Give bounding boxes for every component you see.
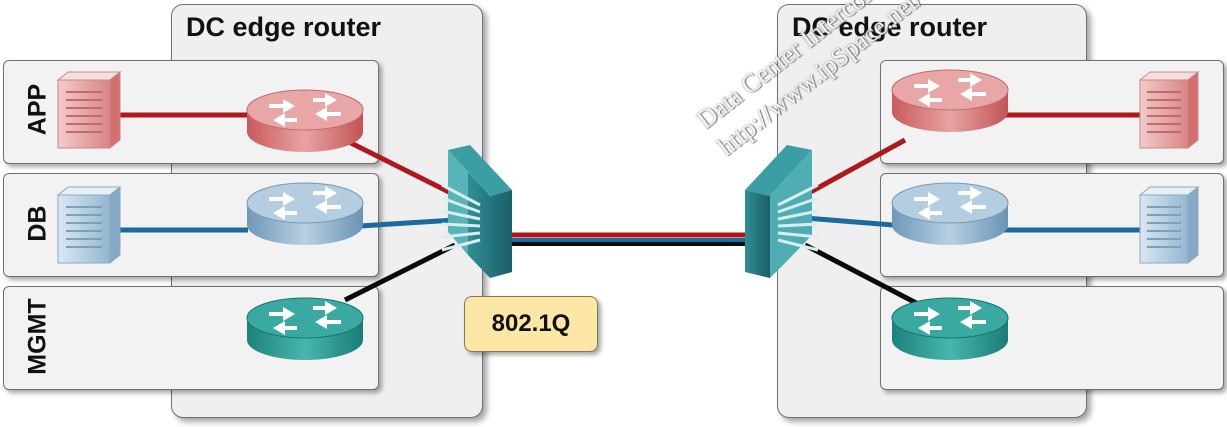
db-server-icon (56, 185, 122, 265)
db-router-icon (246, 182, 364, 245)
mgmt-router-link (343, 242, 457, 303)
right-mgmt-router-link (803, 242, 922, 308)
left-router-title: DC edge router (186, 12, 382, 42)
db-router-link (359, 217, 456, 229)
right-db-router-icon (891, 182, 1009, 245)
right-router-title: DC edge router (792, 12, 988, 42)
right-db-router-link (804, 215, 906, 229)
right-mgmt-router-icon (891, 297, 1009, 360)
mgmt-router-icon (246, 297, 364, 360)
app-router-link (343, 137, 457, 198)
right-app-router-link (803, 137, 907, 198)
right-app-router-icon (891, 69, 1009, 132)
trunk-label-callout: 802.1Q (464, 296, 598, 352)
app-server-icon (56, 70, 122, 150)
right-app-server-icon (1138, 70, 1200, 150)
app-router-icon (246, 89, 364, 152)
right-switch-icon (745, 145, 819, 278)
right-db-server-icon (1138, 185, 1200, 265)
left-switch-icon (441, 145, 512, 278)
